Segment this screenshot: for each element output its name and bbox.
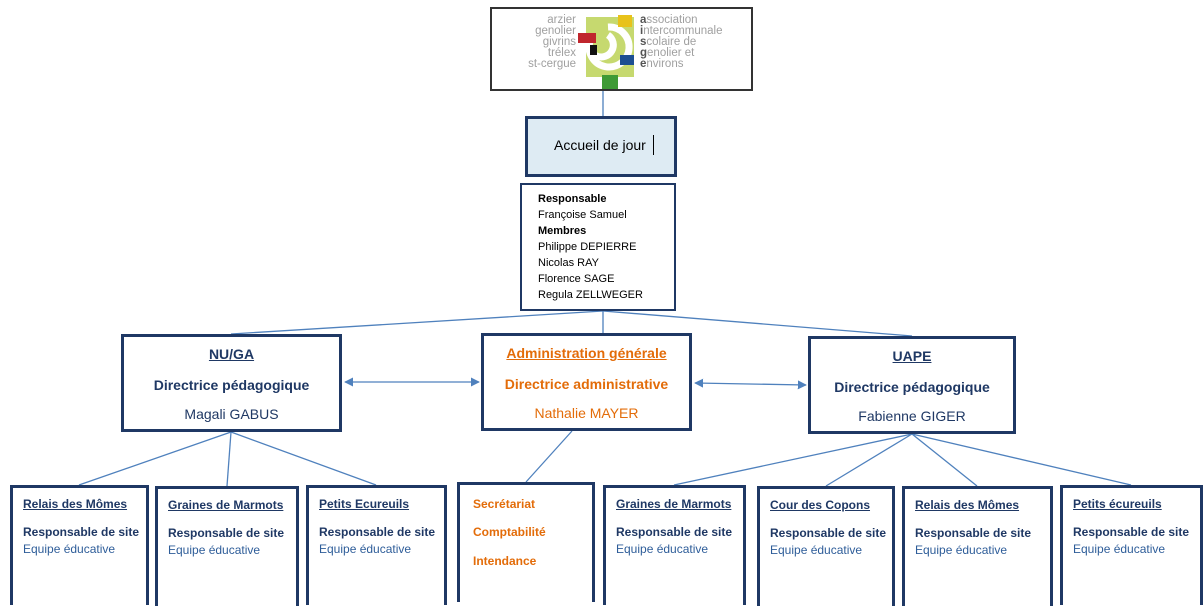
site-box-relais-des-momes-uape: Relais des Mômes Responsable de site Equ… xyxy=(902,486,1053,606)
site-title: Relais des Mômes xyxy=(915,498,1020,512)
admin-box: Administration générale Directrice admin… xyxy=(481,333,692,431)
uape-box: UAPE Directrice pédagogique Fabienne GIG… xyxy=(808,336,1016,434)
nuga-title: NU/GA xyxy=(208,346,255,362)
admin-person: Nathalie MAYER xyxy=(534,405,639,421)
logo-word: intercommunale xyxy=(640,25,723,37)
site-team: Equipe éducative xyxy=(1073,542,1166,556)
site-box-graines-de-marmots-uape: Graines de Marmots Responsable de site E… xyxy=(603,485,746,605)
text-cursor xyxy=(653,135,654,155)
uape-title: UAPE xyxy=(892,348,932,364)
site-box-graines-de-marmots: Graines de Marmots Responsable de site E… xyxy=(155,486,299,606)
member-name: Philippe DEPIERRE xyxy=(538,241,637,253)
logo-word: genolier et xyxy=(640,47,695,59)
logo-association-name: association intercommunale scolaire de g… xyxy=(640,14,752,70)
site-responsable: Responsable de site xyxy=(616,525,733,539)
site-box-cour-des-copons: Cour des Copons Responsable de site Equi… xyxy=(757,486,895,606)
logo-spiral-icon xyxy=(578,15,634,89)
association-logo: arzier genolier givrins trélex st-cergue… xyxy=(490,7,753,91)
responsable-name: Françoise Samuel xyxy=(538,209,627,221)
uape-role: Directrice pédagogique xyxy=(834,379,990,395)
accueil-de-jour-box[interactable]: Accueil de jour xyxy=(525,116,677,177)
site-title: Graines de Marmots xyxy=(616,497,732,511)
member-name: Florence SAGE xyxy=(538,273,615,285)
site-team: Equipe éducative xyxy=(319,542,412,556)
service-item: Comptabilité xyxy=(473,525,546,539)
service-item: Secrétariat xyxy=(473,497,536,511)
site-team: Equipe éducative xyxy=(915,543,1008,557)
nuga-role: Directrice pédagogique xyxy=(153,377,310,393)
membres-heading: Membres xyxy=(538,225,587,237)
site-responsable: Responsable de site xyxy=(23,525,140,539)
service-item: Intendance xyxy=(473,554,537,568)
site-title: Petits Ecureuils xyxy=(319,497,410,511)
site-responsable: Responsable de site xyxy=(319,525,436,539)
logo-commune: givrins xyxy=(542,36,576,48)
nuga-box: NU/GA Directrice pédagogique Magali GABU… xyxy=(121,334,342,432)
admin-role: Directrice administrative xyxy=(504,376,669,392)
uape-person: Fabienne GIGER xyxy=(858,408,966,424)
site-box-petits-ecureuils: Petits Ecureuils Responsable de site Equ… xyxy=(306,485,447,605)
admin-services-box: Secrétariat Comptabilité Intendance xyxy=(457,482,595,602)
nuga-person: Magali GABUS xyxy=(184,406,279,422)
site-responsable: Responsable de site xyxy=(168,526,285,540)
site-responsable: Responsable de site xyxy=(770,526,887,540)
logo-commune: st-cergue xyxy=(528,58,576,70)
site-team: Equipe éducative xyxy=(168,543,261,557)
committee-box: Responsable Françoise Samuel Membres Phi… xyxy=(520,183,676,311)
site-responsable: Responsable de site xyxy=(1073,525,1190,539)
site-team: Equipe éducative xyxy=(616,542,709,556)
site-team: Equipe éducative xyxy=(23,542,116,556)
site-title: Graines de Marmots xyxy=(168,498,284,512)
member-name: Regula ZELLWEGER xyxy=(538,289,643,301)
accueil-label: Accueil de jour xyxy=(554,137,646,153)
admin-title: Administration générale xyxy=(506,345,667,361)
site-responsable: Responsable de site xyxy=(915,526,1032,540)
logo-commune: arzier xyxy=(547,14,576,26)
site-title: Petits écureuils xyxy=(1073,497,1162,511)
logo-communes: arzier genolier givrins trélex st-cergue xyxy=(496,14,576,70)
logo-word: environs xyxy=(640,58,684,70)
site-team: Equipe éducative xyxy=(770,543,863,557)
site-box-relais-des-momes: Relais des Mômes Responsable de site Equ… xyxy=(10,485,149,605)
site-box-petits-ecureuils-uape: Petits écureuils Responsable de site Equ… xyxy=(1060,485,1203,605)
logo-commune: trélex xyxy=(547,47,576,59)
site-title: Relais des Mômes xyxy=(23,497,128,511)
site-title: Cour des Copons xyxy=(770,498,871,512)
logo-word: scolaire de xyxy=(640,36,697,48)
logo-word: association xyxy=(640,14,698,26)
responsable-heading: Responsable xyxy=(538,193,607,205)
member-name: Nicolas RAY xyxy=(538,257,599,269)
logo-commune: genolier xyxy=(535,25,576,37)
